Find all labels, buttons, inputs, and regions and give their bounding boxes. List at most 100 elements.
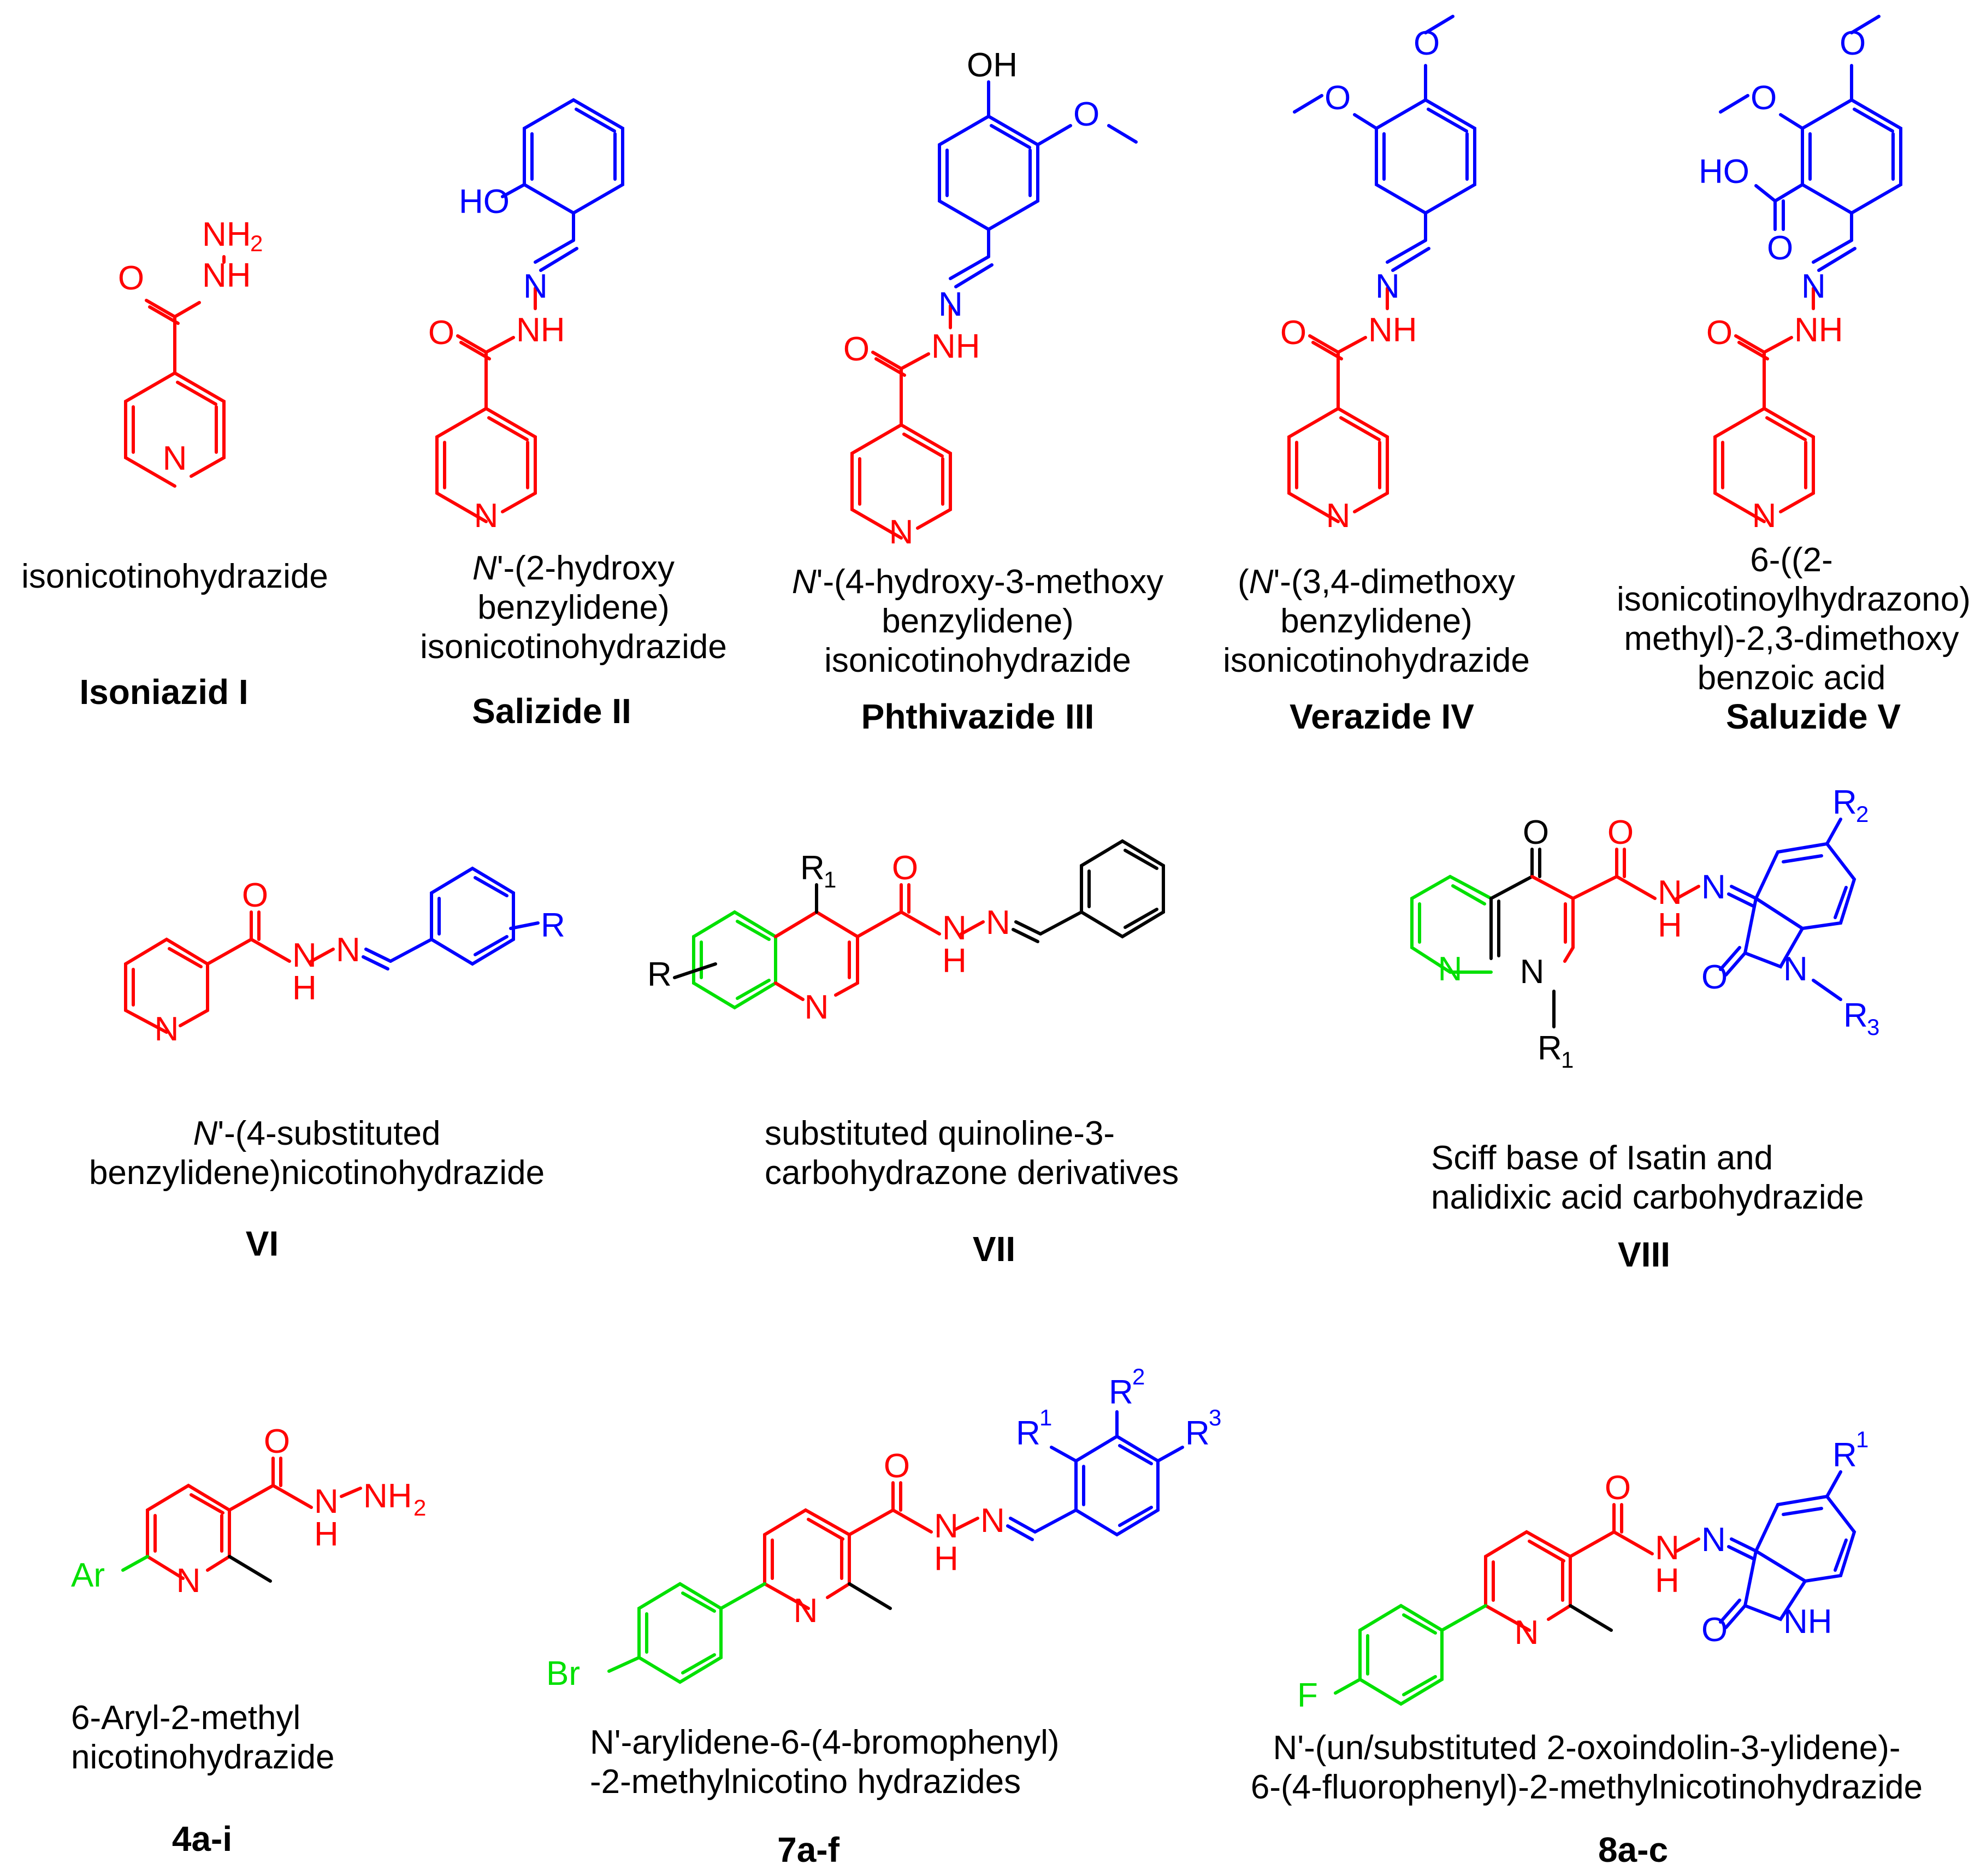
atom-nh: NH bbox=[931, 328, 980, 365]
atom-o: O bbox=[1706, 314, 1733, 352]
atom-o: O bbox=[1840, 25, 1866, 62]
atom-n: N bbox=[1701, 1521, 1726, 1559]
atom-o: O bbox=[1701, 958, 1728, 996]
atom-n: N bbox=[176, 1562, 201, 1600]
atom-n: N bbox=[938, 286, 963, 323]
atom-o: O bbox=[884, 1447, 910, 1485]
label-vii: VII bbox=[972, 1229, 1016, 1269]
atom-sub: 2 bbox=[250, 230, 263, 256]
atom-o: O bbox=[118, 259, 144, 297]
atom-r3: R bbox=[1185, 1415, 1210, 1452]
caption-4a-i: 6-Aryl-2-methyl nicotinohydrazide bbox=[71, 1699, 335, 1776]
atom-n: N bbox=[805, 989, 829, 1026]
atom-n: N bbox=[934, 1507, 959, 1545]
caption-8a-c: N'-(un/substituted 2-oxoindolin-3-yliden… bbox=[1250, 1729, 1923, 1806]
atom-nh: NH bbox=[202, 257, 251, 294]
label-phthivazide: Phthivazide III bbox=[861, 697, 1095, 736]
atom-h: H bbox=[942, 942, 967, 980]
atom-r1: R bbox=[1538, 1029, 1562, 1067]
label-vi: VI bbox=[245, 1224, 279, 1263]
atom-o: O bbox=[1325, 79, 1351, 117]
atom-nh: NH bbox=[1794, 311, 1843, 349]
label-7a-f: 7a-f bbox=[777, 1830, 839, 1869]
atom-sub: 2 bbox=[1856, 801, 1869, 827]
structure-4a-i bbox=[146, 1457, 313, 1580]
atom-n: N bbox=[1783, 950, 1808, 988]
atom-n: N bbox=[1438, 950, 1463, 988]
atom-n: N bbox=[292, 937, 317, 974]
atom-h: H bbox=[1658, 907, 1682, 944]
atom-n: N bbox=[980, 1502, 1005, 1540]
atom-sub: 3 bbox=[1867, 1014, 1879, 1040]
atom-sub: 1 bbox=[1561, 1047, 1574, 1073]
structure-vii bbox=[692, 910, 777, 1010]
atom-r: R bbox=[647, 956, 672, 993]
atom-br: Br bbox=[546, 1655, 580, 1692]
structure-vi bbox=[124, 910, 335, 1034]
atom-n: N bbox=[1752, 497, 1777, 535]
atom-o: O bbox=[264, 1423, 290, 1460]
caption-vii: substituted quinoline-3- carbohydrazone … bbox=[765, 1115, 1179, 1192]
label-8a-c: 8a-c bbox=[1598, 1830, 1669, 1869]
atom-oh: OH bbox=[967, 46, 1018, 84]
atom-nh2: NH bbox=[202, 216, 251, 253]
atom-n: N bbox=[1375, 268, 1400, 305]
atom-n: N bbox=[336, 931, 360, 969]
structure-isoniazid bbox=[124, 255, 226, 488]
atom-n: N bbox=[155, 1010, 179, 1048]
atom-o: O bbox=[242, 877, 268, 914]
atom-sub: 3 bbox=[1209, 1405, 1221, 1430]
atom-r: R bbox=[541, 907, 565, 944]
atom-n: N bbox=[314, 1483, 339, 1520]
atom-sub: 2 bbox=[1132, 1364, 1145, 1389]
atom-n: N bbox=[794, 1592, 818, 1630]
atom-h: H bbox=[934, 1540, 959, 1578]
structure-salizide bbox=[435, 287, 537, 523]
atom-ar: Ar bbox=[71, 1557, 105, 1594]
atom-n: N bbox=[1326, 497, 1351, 535]
atom-sub: 2 bbox=[413, 1495, 426, 1520]
atom-sub: 1 bbox=[1856, 1427, 1869, 1452]
caption-salizide: N'-(2-hydroxy benzylidene) isonicotinohy… bbox=[420, 549, 727, 666]
atom-ho: HO bbox=[459, 183, 510, 221]
atom-o: O bbox=[1523, 814, 1549, 851]
caption-7a-f: N'-arylidene-6-(4-bromophenyl) -2-methyl… bbox=[590, 1724, 1060, 1801]
atom-h: H bbox=[314, 1516, 339, 1553]
caption-saluzide: 6-((2- isonicotinoylhydrazono) methyl)-2… bbox=[1617, 541, 1969, 697]
atom-n: N bbox=[986, 904, 1010, 942]
atom-n: N bbox=[942, 909, 967, 947]
atom-r2: R bbox=[1832, 784, 1857, 821]
atom-o: O bbox=[1607, 814, 1634, 851]
atom-r3: R bbox=[1843, 997, 1868, 1034]
atom-o: O bbox=[1073, 96, 1099, 133]
atom-o: O bbox=[892, 849, 918, 887]
atom-sub: 1 bbox=[1039, 1405, 1052, 1430]
caption-viii: Sciff base of Isatin and nalidixic acid … bbox=[1431, 1139, 1864, 1216]
atom-o: O bbox=[843, 330, 870, 368]
atom-r1: R bbox=[1016, 1415, 1040, 1452]
structure-viii bbox=[1410, 874, 1493, 974]
label-viii: VIII bbox=[1617, 1235, 1671, 1274]
label-salizide: Salizide II bbox=[472, 691, 631, 731]
atom-nh: NH bbox=[1368, 311, 1417, 349]
label-isoniazid: Isoniazid I bbox=[79, 672, 249, 712]
label-verazide: Verazide IV bbox=[1290, 697, 1474, 736]
atom-o: O bbox=[1605, 1469, 1631, 1507]
atom-f: F bbox=[1297, 1677, 1318, 1714]
atom-r1: R bbox=[1832, 1436, 1857, 1474]
label-saluzide: Saluzide V bbox=[1725, 697, 1901, 736]
atom-h: H bbox=[292, 969, 317, 1007]
atom-o: O bbox=[1751, 79, 1777, 117]
atom-n: N bbox=[1655, 1529, 1680, 1567]
atom-n: N bbox=[163, 440, 187, 477]
atom-h: H bbox=[1655, 1562, 1680, 1600]
structure-phthivazide bbox=[850, 304, 952, 540]
atom-n: N bbox=[1658, 874, 1682, 912]
structure-saluzide bbox=[1713, 287, 1815, 523]
atom-n: N bbox=[1520, 953, 1545, 991]
caption-verazide: (N'-(3,4-dimethoxy benzylidene) isonicot… bbox=[1223, 563, 1530, 679]
atom-n: N bbox=[474, 497, 499, 535]
atom-o: O bbox=[1767, 229, 1793, 267]
atom-sub: 1 bbox=[824, 867, 836, 892]
